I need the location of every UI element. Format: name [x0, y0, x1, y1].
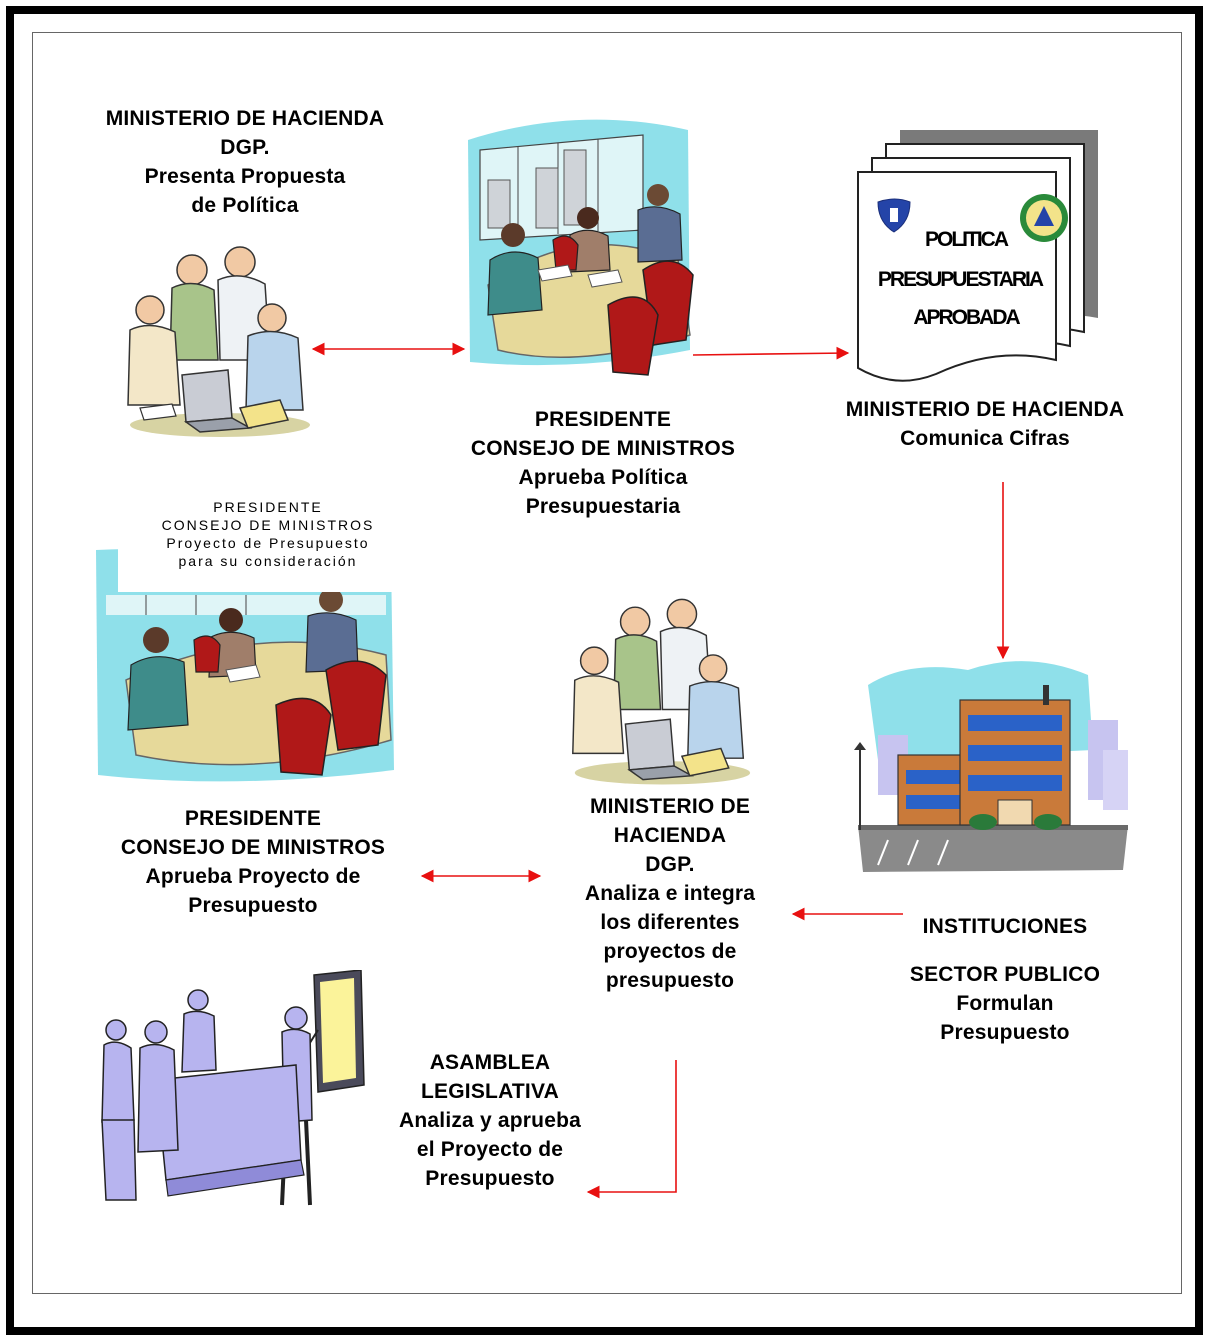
- center-line-6: proyectos de: [603, 940, 737, 963]
- top-center-line-3: Aprueba Política: [518, 466, 688, 489]
- doc-title-line-2: PRESUPUESTARIA: [878, 268, 1044, 291]
- mid-left-line-2: CONSEJO DE MINISTROS: [120, 836, 386, 859]
- top-center-line-2: CONSEJO DE MINISTROS: [470, 437, 736, 460]
- meeting-illustration-top: [468, 119, 694, 376]
- top-left-line-4: de Política: [191, 194, 299, 217]
- center-line-4: Analiza e integra: [584, 882, 756, 905]
- caption-line-2: CONSEJO DE MINISTROS: [161, 517, 375, 533]
- center-line-1: MINISTERIO DE: [589, 795, 751, 818]
- center-line-3: DGP.: [645, 853, 695, 876]
- sector-line-2: Formulan: [956, 992, 1054, 1015]
- doc-title-line-1: POLITICA: [925, 228, 1009, 251]
- seal-icon: [1020, 194, 1068, 242]
- shield-icon: [877, 198, 911, 233]
- center-line-7: presupuesto: [605, 969, 735, 992]
- mid-left-line-4: Presupuesto: [188, 894, 318, 917]
- mid-left-line-1: PRESIDENTE: [184, 807, 322, 830]
- arrow-center-asamblea: [586, 1060, 677, 1199]
- mid-left-caption: PRESIDENTE CONSEJO DE MINISTROS Proyecto…: [118, 498, 418, 570]
- arrow-meeting-document: [692, 346, 850, 360]
- caption-line-3: Proyecto de Presupuesto: [166, 535, 370, 551]
- team-illustration-top: [127, 246, 310, 437]
- caption-line-1: PRESIDENTE: [213, 499, 323, 515]
- top-right-line-1: MINISTERIO DE HACIENDA: [845, 398, 1125, 421]
- top-center-line-4: Presupuestaria: [525, 495, 681, 518]
- instituciones-line-1: INSTITUCIONES: [922, 915, 1088, 938]
- government-building-illustration: [854, 661, 1128, 872]
- sector-line-1: SECTOR PUBLICO: [909, 963, 1101, 986]
- mid-left-line-3: Aprueba Proyecto de: [145, 865, 361, 888]
- label-instituciones: INSTITUCIONES: [875, 912, 1135, 941]
- caption-background: [118, 490, 418, 592]
- center-line-2: HACIENDA: [613, 824, 727, 847]
- label-top-center: PRESIDENTE CONSEJO DE MINISTROS Aprueba …: [418, 405, 788, 521]
- doc-title-line-3: APROBADA: [913, 306, 1020, 329]
- label-sector-publico: SECTOR PUBLICO Formulan Presupuesto: [875, 960, 1135, 1047]
- asamblea-line-4: el Proyecto de: [416, 1138, 564, 1161]
- top-center-line-1: PRESIDENTE: [534, 408, 672, 431]
- label-asamblea: ASAMBLEA LEGISLATIVA Analiza y aprueba e…: [340, 1048, 640, 1193]
- center-line-5: los diferentes: [600, 911, 740, 934]
- label-top-left: MINISTERIO DE HACIENDA DGP. Presenta Pro…: [60, 104, 430, 220]
- team-illustration-center: [572, 598, 751, 785]
- document-stack-illustration: POLITICA PRESUPUESTARIA APROBADA: [857, 130, 1098, 382]
- top-left-line-2: DGP.: [220, 136, 270, 159]
- top-left-line-3: Presenta Propuesta: [144, 165, 346, 188]
- top-right-line-2: Comunica Cifras: [900, 427, 1070, 450]
- caption-line-4: para su consideración: [178, 553, 358, 569]
- asamblea-line-3: Analiza y aprueba: [399, 1109, 581, 1132]
- meeting-illustration-mid: [96, 548, 394, 782]
- label-mid-left: PRESIDENTE CONSEJO DE MINISTROS Aprueba …: [68, 804, 438, 920]
- asamblea-line-5: Presupuesto: [425, 1167, 555, 1190]
- top-left-line-1: MINISTERIO DE HACIENDA: [105, 107, 385, 130]
- sector-line-3: Presupuesto: [940, 1021, 1070, 1044]
- label-top-right: MINISTERIO DE HACIENDA Comunica Cifras: [800, 395, 1170, 453]
- label-center: MINISTERIO DE HACIENDA DGP. Analiza e in…: [520, 792, 820, 995]
- presentation-illustration: [101, 970, 365, 1206]
- asamblea-line-2: LEGISLATIVA: [421, 1080, 559, 1103]
- asamblea-line-1: ASAMBLEA: [429, 1051, 551, 1074]
